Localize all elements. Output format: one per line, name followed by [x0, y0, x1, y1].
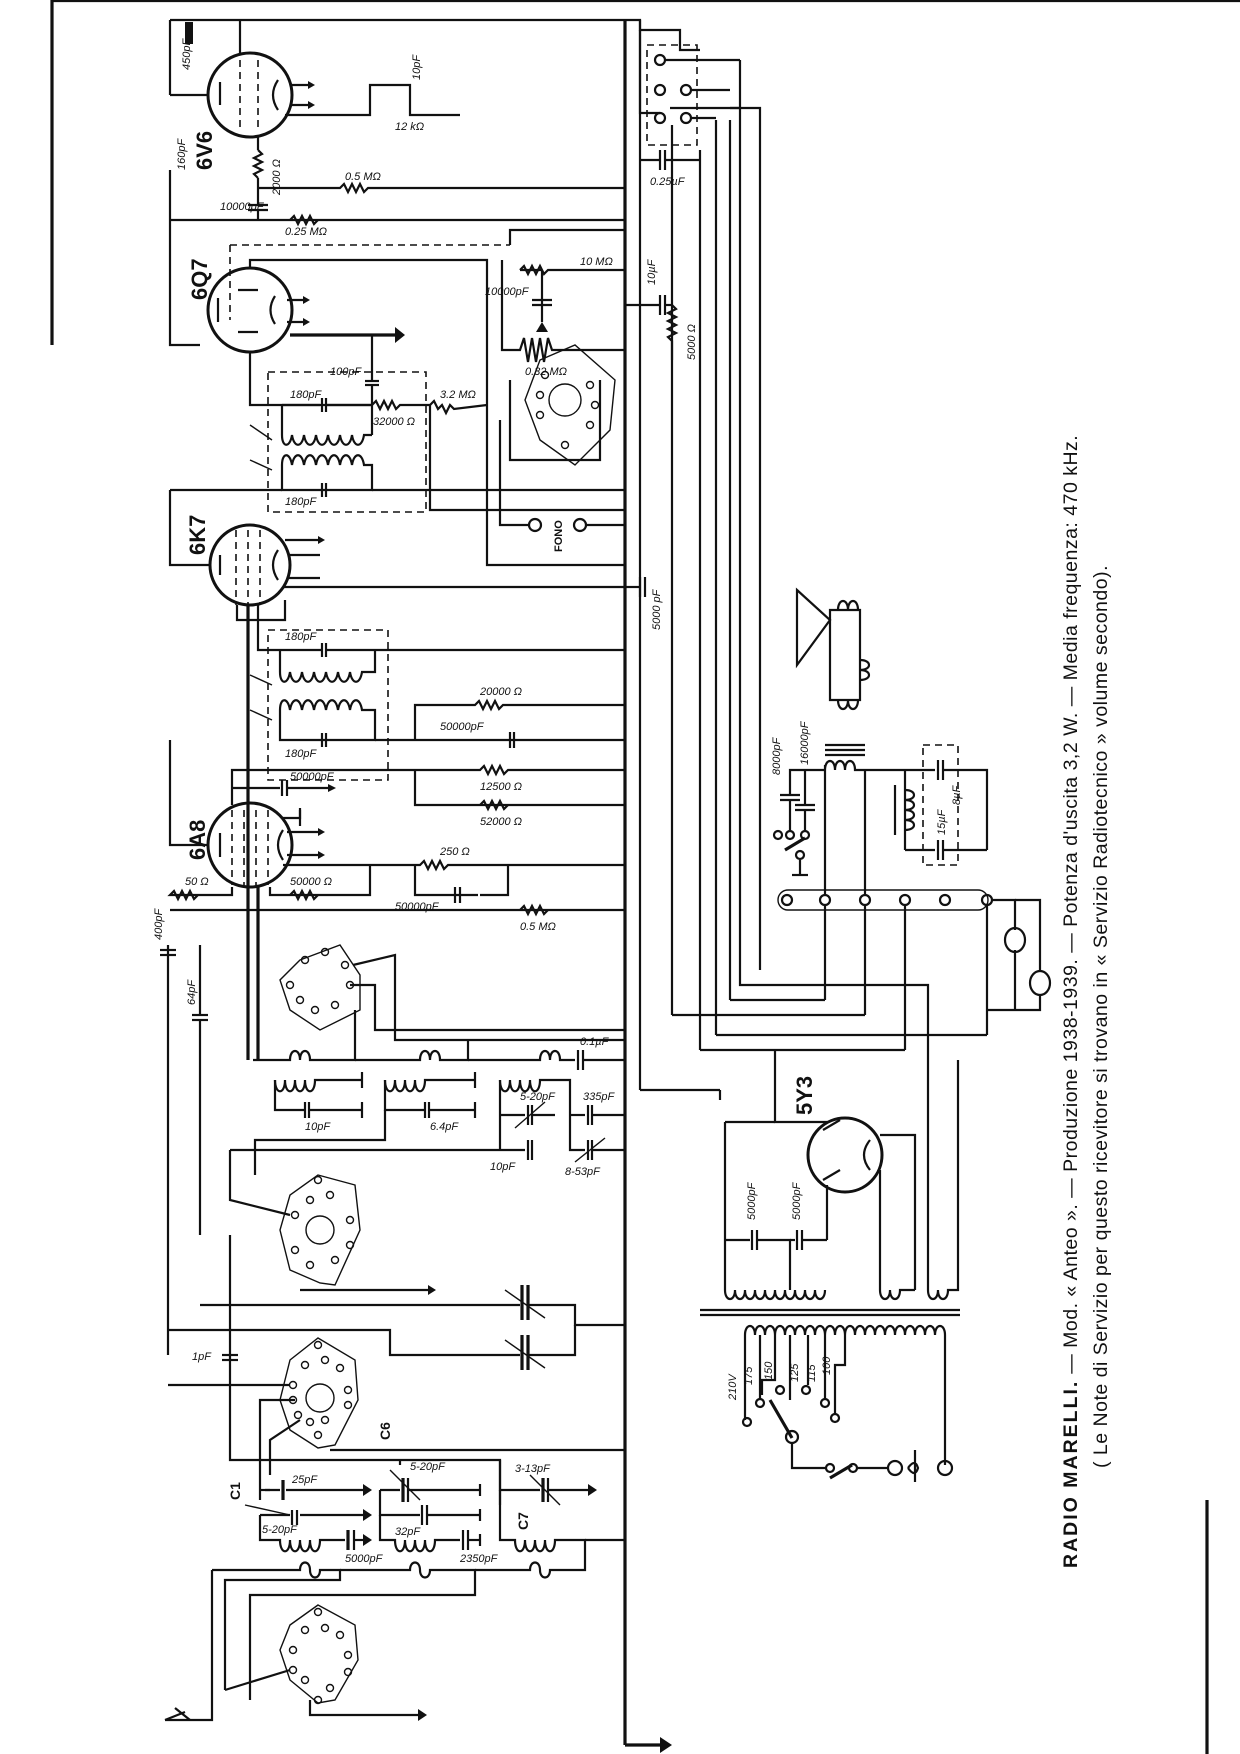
label-r-12500: 12500 Ω: [480, 781, 522, 793]
label-r-52000: 52000 Ω: [480, 816, 522, 828]
label-c-8000: 8000pF: [771, 736, 783, 775]
label-c-10pf-fb: 10pF: [411, 54, 423, 80]
label-c-5000-r1: 5000pF: [746, 1181, 758, 1220]
label-c7: C7: [515, 1512, 531, 1530]
label-c-400pf: 400pF: [153, 908, 165, 940]
antenna-band-switch: [224, 1604, 427, 1721]
label-r-025m: 0.25 MΩ: [285, 226, 327, 238]
label-r-12k: 12 kΩ: [395, 121, 424, 133]
filter-section: 15µF 8µF: [865, 744, 989, 866]
caption-title: RADIO MARELLI. — Mod. « Anteo ». — Produ…: [1060, 435, 1083, 1568]
label-fono: FONO: [553, 520, 565, 552]
if-transformer-1: 180pF 180pF 20000 Ω 50000pF: [249, 605, 625, 781]
volume-control: 0.25µF 10 MΩ 10µF 10000pF 0.32 MΩ 5000 Ω: [485, 150, 700, 378]
caption-specs: — Mod. « Anteo ». — Produzione 1938-1939…: [1060, 434, 1082, 1380]
label-c-25pf: 25pF: [291, 1474, 318, 1486]
label-r-50: 50 Ω: [185, 876, 209, 888]
caption-note: ( Le Note di Servizio per questo ricevit…: [1090, 564, 1112, 1468]
label-c-8uf: 8µF: [951, 785, 963, 805]
label-c-025uf: 0.25µF: [650, 176, 686, 188]
if-transformer-2: 180pF 100pF 32000 Ω 3.2 MΩ 180pF: [170, 335, 625, 513]
label-c-10000: 10000pF: [220, 201, 265, 213]
rf-coils: C1 25pF 5-20pF C6 5-20pF 32pF 3-13pF: [164, 1422, 625, 1722]
tube-label-5y3: 5Y3: [792, 1076, 817, 1115]
label-c-6v6-anode: 450pF: [181, 38, 193, 70]
tube-6q7: 6Q7: [187, 244, 510, 420]
tube-label-6a8: 6A8: [185, 820, 210, 860]
terminal-strip: [777, 889, 1052, 1050]
label-c-32pf: 32pF: [395, 1526, 421, 1538]
tuning-gang: [168, 1285, 625, 1370]
tube-6v6: 6V6 450pF 160pF: [168, 20, 460, 170]
label-r-2000: 2000 Ω: [271, 159, 283, 196]
tap-label-210: 210V: [727, 1373, 739, 1401]
label-r-50000: 50000 Ω: [290, 876, 332, 888]
label-c-15uf: 15µF: [936, 808, 948, 835]
rf-band-switch: 1pF: [168, 1235, 625, 1505]
tap-label-100: 100: [821, 1356, 833, 1375]
speaker-switch: [638, 30, 740, 146]
label-c-335: 335pF: [583, 1091, 615, 1103]
label-c-10pf-a: 10pF: [305, 1121, 331, 1133]
label-c-5-20-b: 5-20pF: [262, 1524, 298, 1536]
label-c-1pf: 1pF: [192, 1351, 212, 1363]
tube-6a8: 6A8 50000pF 12500 Ω 52000 Ω 250 Ω 50000 …: [153, 740, 625, 1060]
oscillator-section: 64pF 0.1µF 10pF 6.4pF: [160, 944, 625, 1355]
tap-label-125: 125: [789, 1363, 801, 1382]
label-c-8-53: 8-53pF: [565, 1166, 601, 1178]
tone-switch: [508, 344, 616, 466]
label-r-05m: 0.5 MΩ: [345, 171, 381, 183]
label-c-100pf: 100pF: [330, 366, 362, 378]
label-c6: C6: [377, 1422, 393, 1440]
main-bus: [623, 20, 732, 1753]
label-c-64pf-b: 6.4pF: [430, 1121, 459, 1133]
label-r-32000: 32000 Ω: [373, 416, 415, 428]
label-c-01uf: 0.1µF: [580, 1036, 610, 1048]
tube-label-6k7: 6K7: [185, 515, 210, 555]
label-c1: C1: [227, 1482, 243, 1500]
label-c-10pf-b: 10pF: [490, 1161, 516, 1173]
label-c-5000-r2: 5000pF: [791, 1181, 803, 1220]
label-c-5000-ant: 5000pF: [345, 1553, 384, 1565]
output-grid-network: 2000 Ω 10000pF 0.5 MΩ 0.25 MΩ 10pF 12 kΩ: [168, 54, 625, 347]
tube-label-6q7: 6Q7: [187, 258, 212, 300]
label-r-10m: 10 MΩ: [580, 256, 613, 268]
tube-5y3: 5Y3 5000pF 5000pF 210V 175 15: [700, 1050, 960, 1482]
label-r-5000: 5000 Ω: [686, 324, 698, 360]
label-c-64pf: 64pF: [186, 979, 198, 1005]
label-c-180-d: 180pF: [285, 748, 317, 760]
label-r-32m: 3.2 MΩ: [440, 389, 476, 401]
label-c-180-b: 180pF: [285, 496, 317, 508]
label-c-16000: 16000pF: [799, 720, 811, 765]
tube-6k7: 6K7 5000 pF: [168, 490, 663, 1060]
label-c-50000-c: 50000pF: [395, 901, 440, 913]
label-c-5000-6k7: 5000 pF: [651, 588, 663, 630]
label-c-5-20-a: 5-20pF: [520, 1091, 556, 1103]
label-c-10uf: 10µF: [646, 258, 658, 285]
power-feeds: [640, 60, 987, 1130]
label-c-50000-b: 50000pF: [290, 771, 335, 783]
osc-band-switch: [228, 1150, 436, 1295]
label-r-20000: 20000 Ω: [479, 686, 522, 698]
loudspeaker: 8000pF 16000pF: [771, 587, 871, 895]
label-c-6v6-screen: 160pF: [176, 138, 188, 170]
mains-tap-labels: 210V 175 150 125 115 100: [727, 1356, 833, 1401]
label-r-250: 250 Ω: [439, 846, 470, 858]
label-c-50000-a: 50000pF: [440, 721, 485, 733]
tube-label-6v6: 6V6: [192, 131, 217, 170]
tap-label-150: 150: [763, 1361, 775, 1380]
label-c-3-13: 3-13pF: [515, 1463, 551, 1475]
tap-label-175: 175: [743, 1366, 755, 1385]
tap-label-115: 115: [806, 1364, 818, 1382]
label-c-2350: 2350pF: [459, 1553, 499, 1565]
label-c-10000b: 10000pF: [485, 286, 530, 298]
label-c-180-a: 180pF: [290, 389, 322, 401]
caption-brand: RADIO MARELLI.: [1060, 1379, 1082, 1568]
phono-input: FONO: [485, 420, 625, 567]
label-c-5-20-c: 5-20pF: [410, 1461, 446, 1473]
label-c-180-c: 180pF: [285, 631, 317, 643]
label-r-05m-b: 0.5 MΩ: [520, 921, 556, 933]
